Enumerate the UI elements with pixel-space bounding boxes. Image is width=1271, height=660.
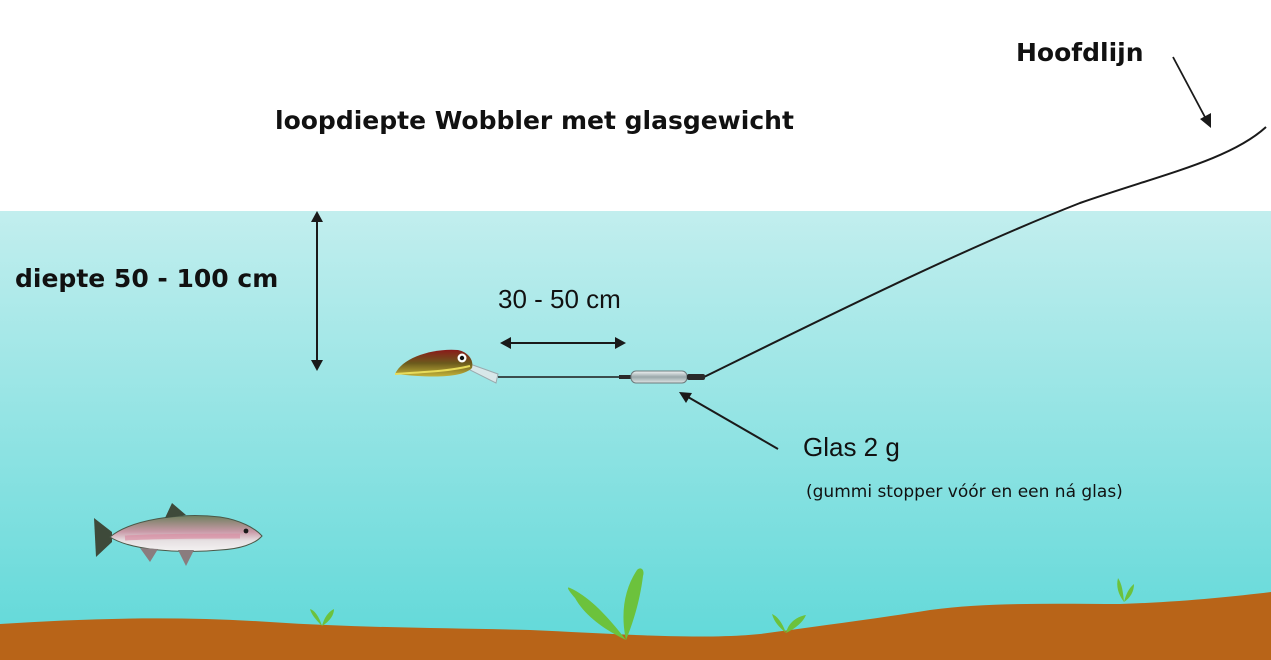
plant-small-left bbox=[310, 609, 334, 626]
glass-note-label: (gummi stopper vóór en een ná glas) bbox=[806, 482, 1123, 502]
wobbler-lure bbox=[394, 349, 499, 384]
glass-weight-label: Glas 2 g bbox=[803, 432, 900, 462]
plant-small-right bbox=[1117, 578, 1134, 602]
main-fishing-line bbox=[703, 126, 1267, 378]
depth-label: diepte 50 - 100 cm bbox=[15, 264, 279, 293]
depth-arrow bbox=[311, 211, 323, 371]
leader-length-arrow bbox=[500, 337, 626, 349]
main-line-label: Hoofdlijn bbox=[1016, 38, 1144, 67]
leader-length-label: 30 - 50 cm bbox=[498, 284, 621, 314]
seabed bbox=[0, 592, 1271, 660]
glass-weight bbox=[619, 370, 705, 384]
main-line-pointer-arrow bbox=[1172, 56, 1211, 128]
diagram-title: loopdiepte Wobbler met glasgewicht bbox=[275, 106, 794, 135]
plant-small-center bbox=[772, 614, 806, 633]
plant-large bbox=[567, 568, 644, 640]
glass-pointer-arrow bbox=[679, 392, 779, 450]
trout bbox=[94, 503, 263, 566]
